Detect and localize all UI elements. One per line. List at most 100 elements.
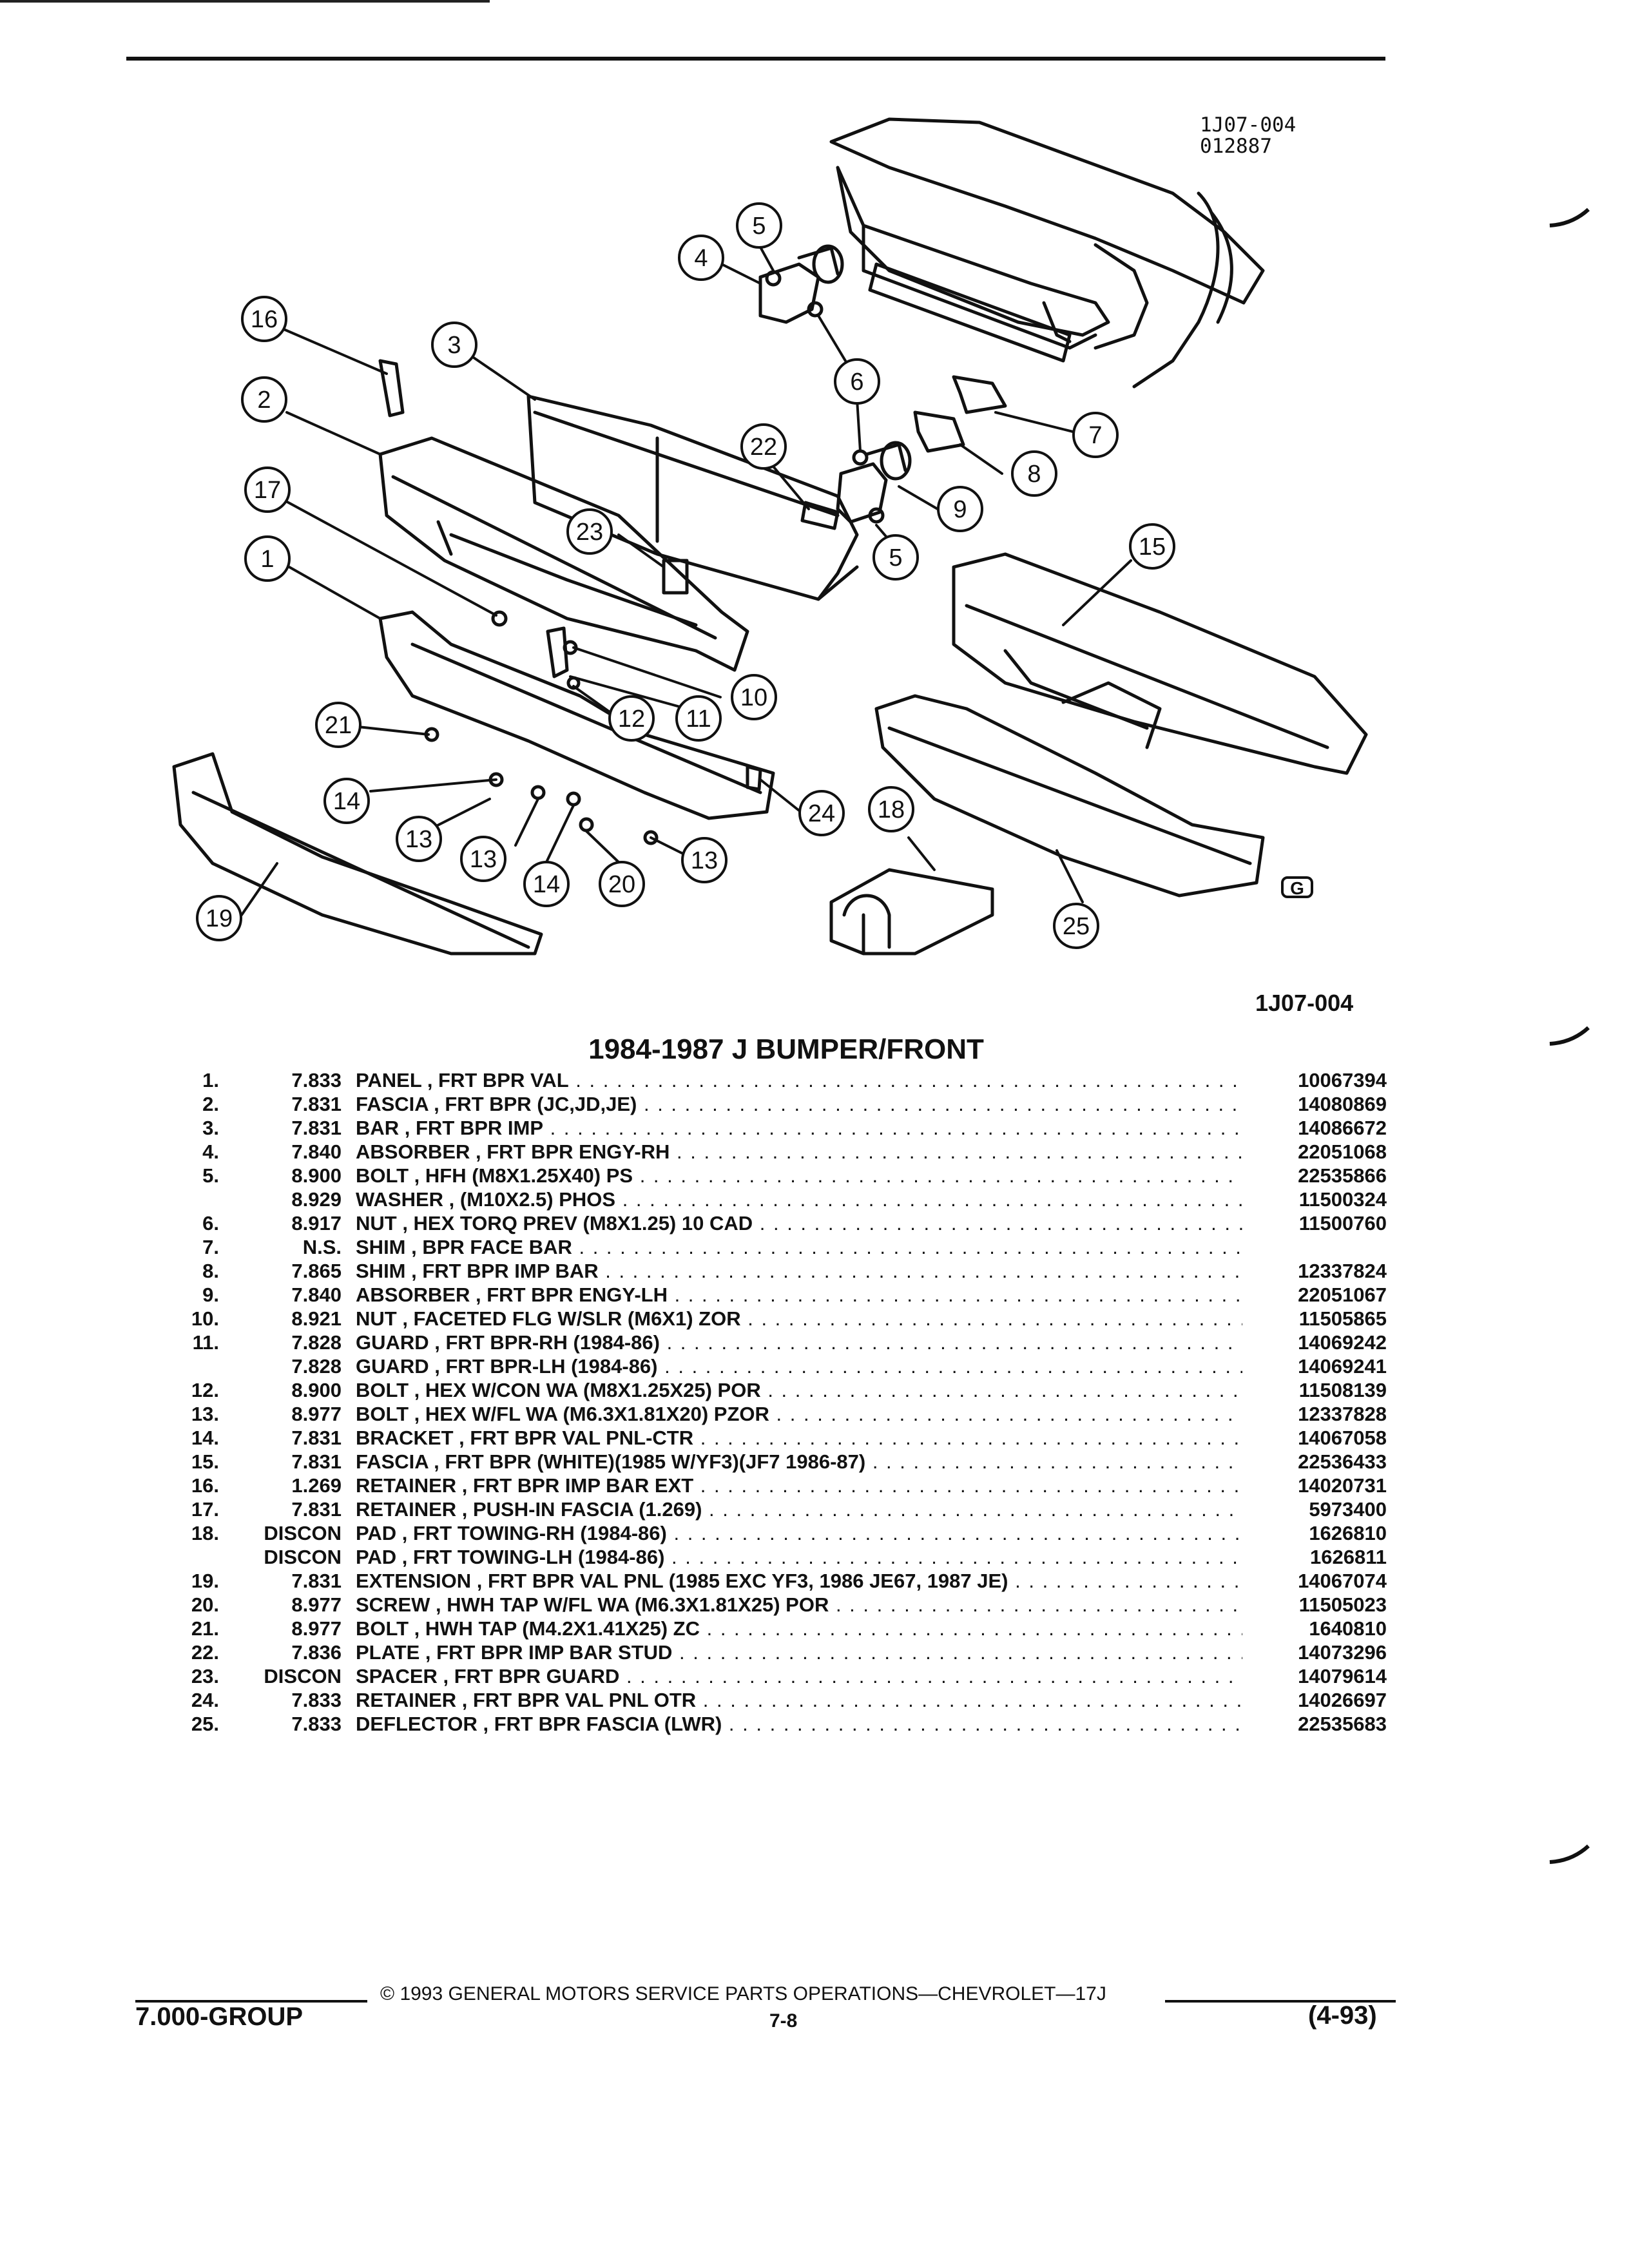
part-number: 10067394 xyxy=(1298,1069,1387,1091)
item-number: 20. xyxy=(191,1593,219,1616)
fascia-2-drawing xyxy=(378,436,749,672)
part-description: SHIM , FRT BPR IMP BAR xyxy=(356,1259,1242,1283)
parts-row: 25. 7.833 DEFLECTOR , FRT BPR FASCIA (LWR)… xyxy=(165,1712,1405,1736)
group-number: 7.831 xyxy=(291,1570,342,1592)
spacer-23-drawing xyxy=(662,559,689,595)
part-description: NUT , FACETED FLG W/SLR (M6X1) ZOR xyxy=(356,1307,1242,1331)
fascia-15-drawing xyxy=(952,552,1368,775)
part-description: RETAINER , PUSH-IN FASCIA (1.269) xyxy=(356,1497,1242,1521)
group-number: 8.977 xyxy=(291,1403,342,1425)
shim-8-drawing xyxy=(913,410,965,453)
group-number: 7.828 xyxy=(291,1355,342,1378)
drawing-code-block: 1J07-004 012887 xyxy=(1200,115,1296,157)
shim-7-drawing xyxy=(952,375,1007,414)
tow-pad-drawing xyxy=(829,868,994,956)
part-number: 11508139 xyxy=(1298,1379,1387,1401)
svg-text:13: 13 xyxy=(470,846,497,873)
fasteners-drawing xyxy=(424,270,885,845)
part-number: 14079614 xyxy=(1298,1665,1387,1687)
group-number: 7.831 xyxy=(291,1498,342,1521)
group-number: N.S. xyxy=(302,1236,342,1258)
part-description: RETAINER , FRT BPR VAL PNL OTR xyxy=(356,1688,1242,1712)
svg-text:10: 10 xyxy=(740,684,767,711)
group-number: 8.929 xyxy=(291,1188,342,1211)
item-number: 24. xyxy=(191,1689,219,1711)
part-description: BOLT , HWH TAP (M4.2X1.41X25) ZC xyxy=(356,1617,1242,1640)
part-description: BRACKET , FRT BPR VAL PNL-CTR xyxy=(356,1426,1242,1450)
drawing-date: 012887 xyxy=(1200,135,1272,158)
item-number: 25. xyxy=(191,1713,219,1735)
item-number: 2. xyxy=(202,1093,219,1115)
item-number: 14. xyxy=(191,1427,219,1449)
callout-labels: 5 4 16 3 6 2 7 22 8 17 9 23 15 5 1 10 11… xyxy=(206,213,1166,940)
item-number: 18. xyxy=(191,1522,219,1544)
item-number: 6. xyxy=(202,1212,219,1235)
item-number: 22. xyxy=(191,1641,219,1664)
part-description: SHIM , BPR FACE BAR xyxy=(356,1235,1242,1259)
part-number: 12337828 xyxy=(1298,1403,1387,1425)
svg-text:20: 20 xyxy=(608,871,635,898)
group-number: 7.831 xyxy=(291,1427,342,1449)
part-number: 14020731 xyxy=(1298,1474,1387,1497)
svg-text:6: 6 xyxy=(850,369,863,396)
group-number: 7.831 xyxy=(291,1117,342,1139)
svg-text:11: 11 xyxy=(686,706,711,733)
part-number: 1640810 xyxy=(1309,1617,1387,1640)
valance-panel-drawing xyxy=(378,610,775,820)
exploded-parts-diagram: 5 4 16 3 6 2 7 22 8 17 9 23 15 5 1 10 11… xyxy=(172,117,1368,956)
group-number: 8.977 xyxy=(291,1617,342,1640)
part-description: NUT , HEX TORQ PREV (M8X1.25) 10 CAD xyxy=(356,1211,1242,1235)
scan-edge-mark xyxy=(0,0,490,3)
item-number: 19. xyxy=(191,1570,219,1592)
group-number: 7.836 xyxy=(291,1641,342,1664)
part-number: 14086672 xyxy=(1298,1117,1387,1139)
group-number: 7.840 xyxy=(291,1140,342,1163)
part-number: 5973400 xyxy=(1309,1498,1387,1521)
item-number: 9. xyxy=(202,1283,219,1306)
svg-text:2: 2 xyxy=(257,387,271,414)
svg-text:G: G xyxy=(1290,878,1304,898)
deflector-25-drawing xyxy=(874,694,1265,898)
item-number: 17. xyxy=(191,1498,219,1521)
absorber-rh-drawing xyxy=(758,244,844,324)
binding-mark xyxy=(1549,1844,1590,1864)
svg-text:5: 5 xyxy=(752,213,766,240)
part-number: 22051068 xyxy=(1298,1140,1387,1163)
item-number: 10. xyxy=(191,1307,219,1330)
part-number: 1626811 xyxy=(1310,1546,1387,1568)
svg-text:13: 13 xyxy=(405,826,432,853)
absorber-lh-drawing xyxy=(836,441,912,524)
group-number: 7.833 xyxy=(291,1713,342,1735)
part-description: DEFLECTOR , FRT BPR FASCIA (LWR) xyxy=(356,1712,1242,1736)
svg-text:14: 14 xyxy=(333,788,360,815)
item-number: 21. xyxy=(191,1617,219,1640)
part-number: 22535866 xyxy=(1298,1164,1387,1187)
item-number: 7. xyxy=(202,1236,219,1258)
item-number: 8. xyxy=(202,1260,219,1282)
group-number: 7.833 xyxy=(291,1689,342,1711)
svg-text:7: 7 xyxy=(1088,422,1102,449)
part-number: 11500760 xyxy=(1298,1212,1387,1235)
gm-logo: G xyxy=(1281,876,1313,898)
group-number: 1.269 xyxy=(291,1474,342,1497)
part-number: 22535683 xyxy=(1298,1713,1387,1735)
part-description: ABSORBER , FRT BPR ENGY-RH xyxy=(356,1140,1242,1164)
part-description: WASHER , (M10X2.5) PHOS xyxy=(356,1187,1242,1211)
svg-text:15: 15 xyxy=(1139,533,1166,561)
part-number: 12337824 xyxy=(1298,1260,1387,1282)
